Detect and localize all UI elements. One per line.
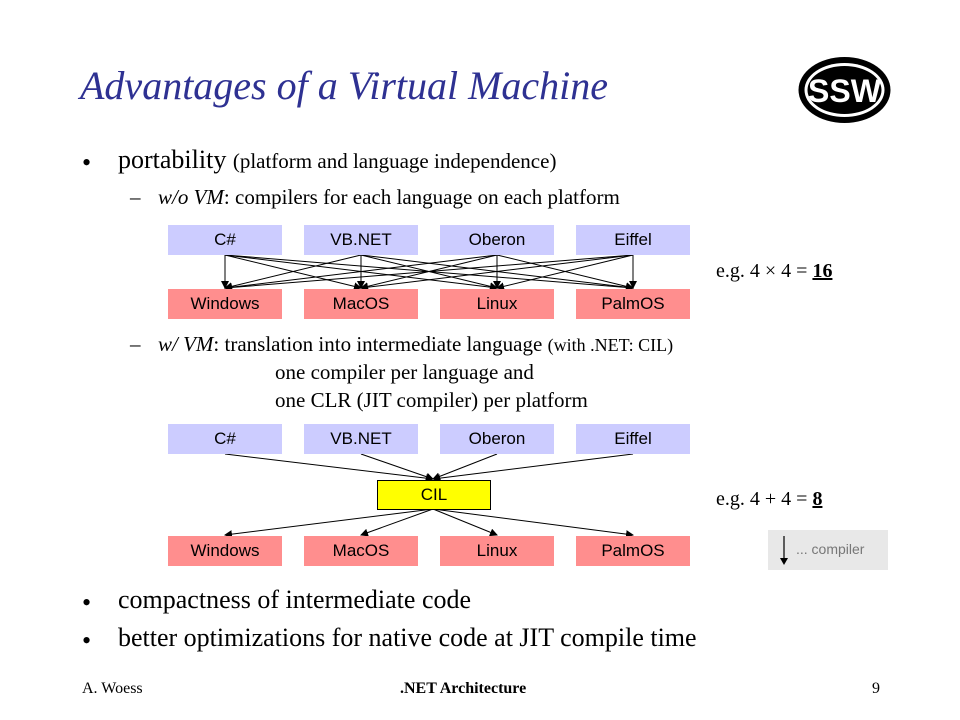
platform-box-linux: Linux bbox=[440, 536, 554, 566]
platform-box-linux: Linux bbox=[440, 289, 554, 319]
sub-dash: – bbox=[130, 185, 141, 209]
sub-with-vm-line2: one compiler per language and bbox=[275, 360, 534, 384]
cil-to-platform-arrow bbox=[224, 508, 434, 539]
svg-text:SSW: SSW bbox=[808, 73, 882, 109]
example-with-vm: e.g. 4 + 4 = 8 bbox=[716, 488, 823, 510]
language-to-cil-arrow bbox=[224, 453, 434, 483]
footer-course: .NET Architecture bbox=[400, 680, 527, 697]
cil-to-platform-arrow bbox=[360, 508, 434, 537]
slide-title: Advantages of a Virtual Machine bbox=[80, 63, 609, 108]
platform-box-macos: MacOS bbox=[304, 536, 418, 566]
lang-box-vbnet: VB.NET bbox=[304, 225, 418, 255]
bullet-dot: • bbox=[82, 626, 92, 655]
lang-box-eiffel: Eiffel bbox=[576, 424, 690, 454]
arrow-down-icon bbox=[780, 536, 788, 565]
platform-box-macos: MacOS bbox=[304, 289, 418, 319]
bullet-compactness: compactness of intermediate code bbox=[118, 585, 472, 614]
lang-box-oberon: Oberon bbox=[440, 225, 554, 255]
mesh-arrow bbox=[224, 254, 634, 292]
compiler-legend: ... compiler bbox=[768, 530, 888, 570]
language-to-cil-arrow bbox=[360, 453, 434, 481]
lang-box-csharp: C# bbox=[168, 424, 282, 454]
bullet-dot: • bbox=[82, 148, 92, 177]
sub-without-vm: w/o VM: compilers for each language on e… bbox=[158, 185, 620, 209]
footer-page-number: 9 bbox=[872, 680, 880, 697]
sub-with-vm: w/ VM: translation into intermediate lan… bbox=[158, 332, 674, 356]
mesh-arrow bbox=[360, 254, 634, 292]
lang-box-oberon: Oberon bbox=[440, 424, 554, 454]
cil-box: CIL bbox=[377, 480, 491, 510]
footer-author: A. Woess bbox=[82, 680, 143, 697]
platform-box-windows: Windows bbox=[168, 536, 282, 566]
platform-box-palmos: PalmOS bbox=[576, 289, 690, 319]
bullet-portability: portability (platform and language indep… bbox=[118, 145, 557, 174]
ssw-logo: SSW bbox=[798, 57, 891, 123]
language-to-cil-arrow bbox=[432, 453, 634, 483]
lang-box-csharp: C# bbox=[168, 225, 282, 255]
platform-box-palmos: PalmOS bbox=[576, 536, 690, 566]
sub-with-vm-line3: one CLR (JIT compiler) per platform bbox=[275, 388, 588, 412]
bullet-dot: • bbox=[82, 588, 92, 617]
lang-box-eiffel: Eiffel bbox=[576, 225, 690, 255]
mesh-arrow bbox=[496, 254, 634, 291]
legend-label: ... compiler bbox=[796, 541, 865, 557]
mesh-arrow bbox=[224, 254, 362, 291]
cil-to-platform-arrow bbox=[432, 508, 634, 539]
cil-to-platform-arrow bbox=[432, 508, 498, 537]
bullet-optimizations: better optimizations for native code at … bbox=[118, 623, 697, 652]
platform-box-windows: Windows bbox=[168, 289, 282, 319]
language-to-cil-arrow bbox=[432, 453, 498, 481]
mesh-arrow bbox=[224, 254, 498, 292]
sub-dash: – bbox=[130, 332, 141, 356]
example-without-vm: e.g. 4 × 4 = 16 bbox=[716, 260, 833, 282]
lang-box-vbnet: VB.NET bbox=[304, 424, 418, 454]
